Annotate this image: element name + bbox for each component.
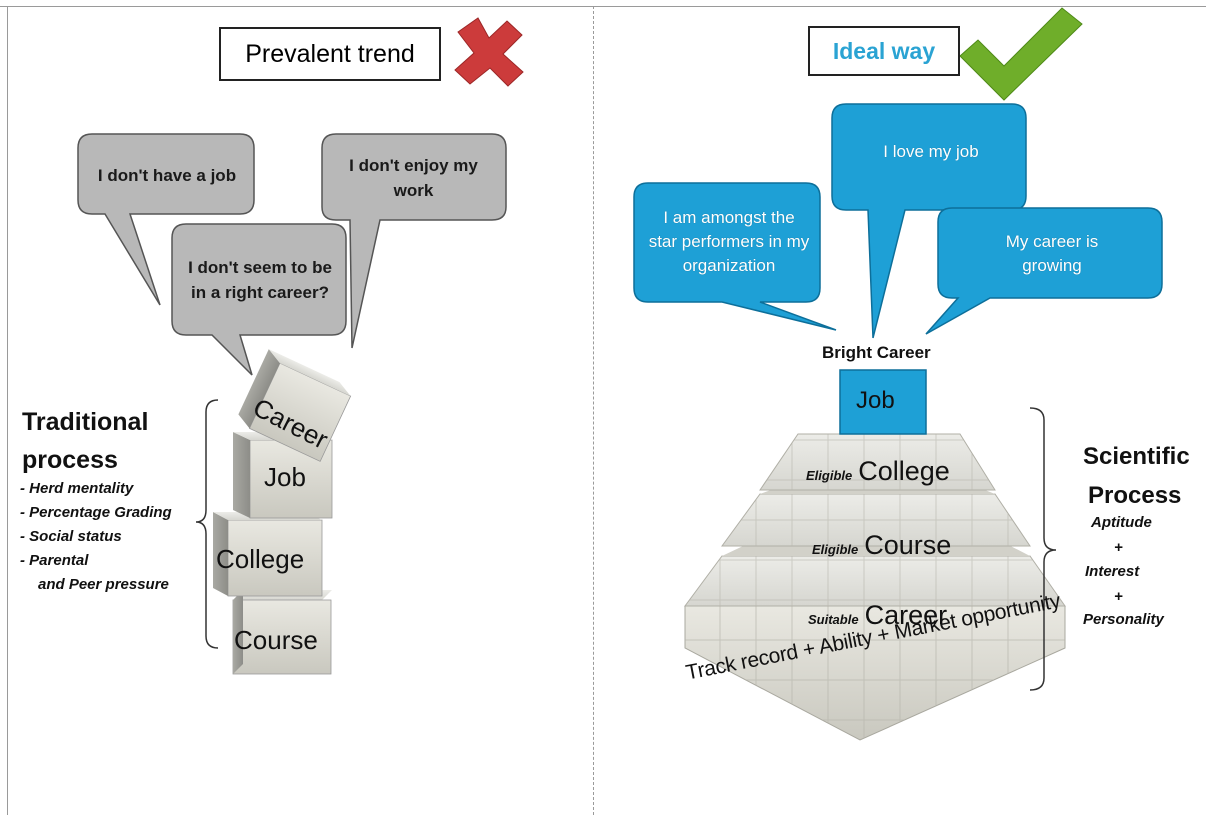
scientific-heading-line2: Process — [1088, 482, 1182, 509]
cube-college-label: College — [216, 544, 305, 574]
bubble-love-job-text: I love my job — [883, 142, 979, 161]
pyramid-tier-college — [759, 433, 996, 491]
tier-college-name: College — [858, 456, 950, 486]
factor-plus-1: + — [1114, 539, 1123, 556]
cross-icon — [454, 17, 524, 87]
job-block — [839, 369, 927, 435]
ideal-way-label: Ideal way — [832, 37, 936, 64]
traditional-heading-line2: process — [22, 446, 118, 474]
bubble-love-job-shape — [831, 103, 1027, 339]
bubble-right-career-shape — [171, 223, 347, 376]
traditional-heading-line1: Traditional — [22, 408, 149, 436]
frame-top-border — [0, 6, 1206, 7]
bright-career-label: Bright Career — [822, 343, 931, 362]
check-icon — [959, 7, 1083, 101]
traditional-bracket — [195, 399, 219, 649]
factor-social-status: - Social status — [20, 528, 122, 545]
bubble-star-performer-shape — [633, 182, 837, 331]
factor-plus-2: + — [1114, 588, 1123, 605]
bubble-right-career-text: I don't seem to be in a right career? — [188, 257, 332, 302]
tier-career-name: Career — [864, 600, 948, 630]
prevalent-trend-label: Prevalent trend — [245, 39, 415, 68]
bubble-not-enjoy-shape — [321, 133, 507, 349]
factor-peer-pressure: and Peer pressure — [38, 576, 169, 593]
center-divider — [593, 6, 594, 815]
tier-course-name: Course — [864, 530, 952, 560]
tier-college-qualifier: Eligible — [806, 468, 853, 483]
cube-career — [238, 349, 352, 462]
tier-course-qualifier: Eligible — [812, 542, 859, 557]
prevalent-trend-title: Prevalent trend — [219, 27, 441, 81]
scientific-bracket — [1029, 407, 1057, 691]
bubble-career-growing-shape — [925, 207, 1163, 335]
tier-course-label: Eligible Course — [812, 530, 951, 561]
factor-aptitude: Aptitude — [1091, 514, 1152, 531]
bubble-star-performer-text: I am amongst the star performers in my o… — [648, 208, 810, 275]
cube-job-label: Job — [264, 462, 306, 492]
frame-left-border — [7, 6, 8, 815]
factor-percentage-grading: - Percentage Grading — [20, 504, 172, 521]
cube-course-label: Course — [234, 625, 318, 655]
cube-course — [232, 590, 332, 675]
tier-career-label: Suitable Career — [808, 600, 947, 631]
factor-interest: Interest — [1085, 563, 1140, 580]
scientific-heading-line1: Scientific — [1083, 443, 1190, 470]
bubble-no-job-shape — [77, 133, 255, 306]
factor-herd-mentality: - Herd mentality — [20, 480, 134, 497]
bubble-career-growing-text: My career is growing — [1005, 232, 1099, 275]
factor-parental: - Parental — [20, 552, 89, 569]
tier-college-label: Eligible College — [806, 456, 950, 487]
bubble-no-job-text: I don't have a job — [97, 165, 237, 185]
job-block-label: Job — [856, 387, 895, 414]
tier-career-qualifier: Suitable — [808, 612, 859, 627]
bubble-not-enjoy-text: I don't enjoy my work — [349, 155, 478, 200]
ideal-way-title: Ideal way — [808, 26, 960, 76]
factor-personality: Personality — [1083, 611, 1164, 628]
